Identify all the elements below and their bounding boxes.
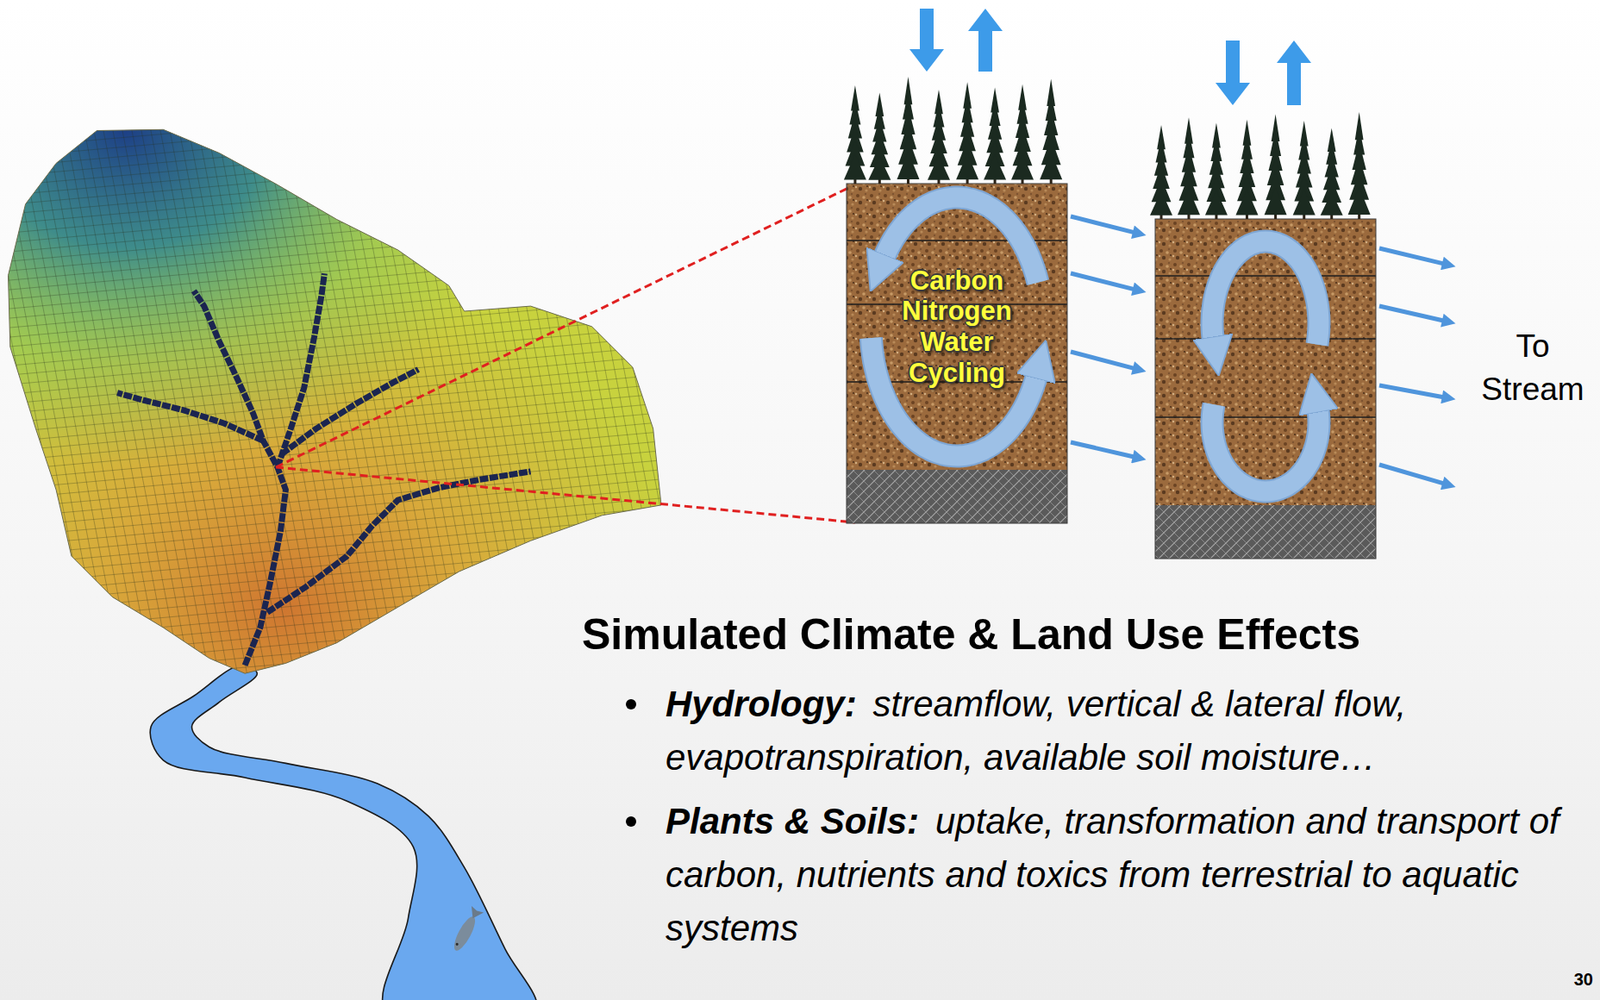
tree-tier xyxy=(1011,153,1034,180)
river xyxy=(150,665,538,1000)
tree-tier xyxy=(896,151,919,180)
stream-channel xyxy=(117,393,263,442)
watershed-valley xyxy=(8,129,663,674)
cycle-arrow xyxy=(1212,241,1319,345)
exchange-arrow xyxy=(909,8,944,72)
tree-tier xyxy=(1293,189,1316,216)
tree-tier xyxy=(956,153,979,181)
lateral-flow-arrow xyxy=(1379,385,1444,398)
cycle-arrow xyxy=(1212,404,1319,492)
lateral-flow-arrow xyxy=(1379,248,1444,264)
exchange-arrow xyxy=(1215,40,1250,106)
soil-column-a xyxy=(846,183,1068,524)
tree-tier xyxy=(1177,188,1200,216)
river-channel xyxy=(150,665,538,1000)
soil-column-b xyxy=(1155,218,1376,559)
column-outline xyxy=(1155,218,1376,559)
tree-tier xyxy=(983,155,1007,181)
page-number: 30 xyxy=(1574,968,1594,990)
lateral-flow-arrow xyxy=(1070,216,1135,233)
soil-layer-line xyxy=(1155,416,1376,419)
lateral-flow-arrow xyxy=(1379,306,1444,321)
watershed-ridge xyxy=(8,129,663,674)
bullet-body: Plants & Soils:uptake, transformation an… xyxy=(665,794,1587,956)
lateral-flow-arrow xyxy=(1070,351,1135,369)
fish-body xyxy=(450,913,479,953)
lateral-flow-arrow xyxy=(1070,442,1134,457)
column-outline xyxy=(846,183,1068,524)
tree-tier xyxy=(868,156,891,180)
soil-layer-line xyxy=(1155,275,1376,277)
soil-profile xyxy=(1155,218,1376,506)
bedrock xyxy=(1155,505,1376,559)
watershed-outline xyxy=(8,129,663,674)
soil-layer-line xyxy=(1155,337,1376,340)
watershed-surface xyxy=(8,129,663,674)
bullet-body: Hydrology:streamflow, vertical & lateral… xyxy=(665,677,1587,785)
slide-title: Simulated Climate & Land Use Effects xyxy=(581,608,1361,661)
soil-column: Carbon Nitrogen Water Cycling xyxy=(846,183,1068,470)
tree-tier xyxy=(1264,187,1288,216)
zoom-leader xyxy=(275,187,850,468)
watershed xyxy=(0,0,889,794)
flow-label: To Stream xyxy=(1472,325,1594,412)
tree-tier xyxy=(927,155,950,180)
tree-tier xyxy=(1235,188,1258,215)
tree-tier xyxy=(843,154,867,181)
exchange-arrow xyxy=(968,8,1003,72)
stream-channel xyxy=(281,368,419,454)
stream-channel xyxy=(267,471,531,613)
fish-tail xyxy=(466,906,484,922)
bedrock xyxy=(846,469,1068,524)
bullet-item: Plants & Soils:uptake, transformation an… xyxy=(622,794,1587,956)
tree-tier xyxy=(1348,187,1371,215)
fish-icon xyxy=(450,906,484,954)
fish-eye xyxy=(455,942,459,946)
tree-tier xyxy=(1150,190,1173,215)
bullet-dot xyxy=(625,816,637,827)
watershed-mesh xyxy=(0,0,889,794)
cycle-arrow-edge xyxy=(1212,241,1319,345)
cycle-label: Carbon Nitrogen Water Cycling xyxy=(892,265,1022,389)
bullet-dot xyxy=(625,699,637,710)
exchange-arrow xyxy=(1276,40,1312,106)
zoom-leader xyxy=(275,467,856,523)
tree-tier xyxy=(1205,190,1228,216)
bullet-list: Hydrology:streamflow, vertical & lateral… xyxy=(622,677,1587,956)
cycle-arrow-edge xyxy=(1212,404,1319,492)
bullet-item: Hydrology:streamflow, vertical & lateral… xyxy=(622,677,1587,785)
tree-tier xyxy=(1320,191,1344,215)
lateral-flow-arrow xyxy=(1379,464,1444,484)
tree-tier xyxy=(1039,152,1063,181)
bullet-heading: Hydrology: xyxy=(665,683,857,725)
soil-profile xyxy=(846,183,1068,470)
bullet-heading: Plants & Soils: xyxy=(665,800,919,842)
lateral-flow-arrow xyxy=(1070,273,1135,290)
